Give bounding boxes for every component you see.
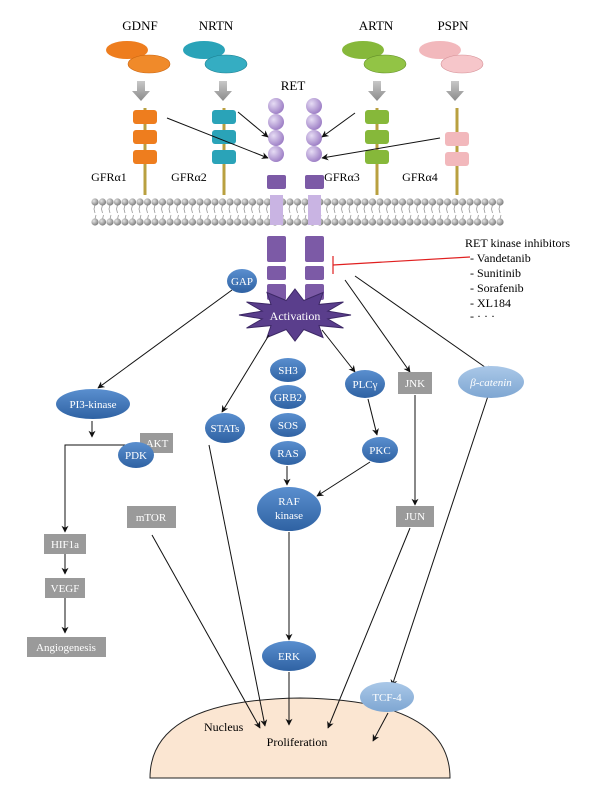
jun-label: JUN <box>405 511 425 523</box>
gfra3-receptor <box>365 108 389 195</box>
kinase-label: kinase <box>275 510 303 522</box>
ras-node: RAS <box>270 441 306 465</box>
gfra2-label: GFRα2 <box>171 170 207 184</box>
gdnf-label: GDNF <box>122 18 157 33</box>
gfra2-receptor <box>212 108 236 195</box>
gap-label: GAP <box>231 276 253 288</box>
complex-arrows <box>166 111 441 161</box>
artn-ligand <box>342 41 407 74</box>
activation-star: Activation <box>238 288 352 342</box>
sh3-label: SH3 <box>278 365 298 377</box>
vegf-node: VEGF <box>45 578 85 598</box>
inhibitor-item: - Sunitinib <box>470 266 521 280</box>
inhibitor-title: RET kinase inhibitors <box>465 236 570 250</box>
signal-arrows <box>61 275 493 742</box>
nrtn-ligand <box>183 41 248 74</box>
tcf4-node: TCF-4 <box>360 682 414 712</box>
tcf4-label: TCF-4 <box>372 692 402 704</box>
stats-node: STATs <box>205 413 245 443</box>
angiogenesis-label: Angiogenesis <box>36 642 96 654</box>
bcatenin-label: β-catenin <box>469 377 512 389</box>
stats-label: STATs <box>211 423 240 435</box>
jun-node: JUN <box>396 506 434 527</box>
hif1a-node: HIF1a <box>44 534 86 554</box>
ret-receptor <box>267 98 324 300</box>
pi3k-label: PI3-kinase <box>69 399 116 411</box>
grb2-label: GRB2 <box>274 392 302 404</box>
ret-label: RET <box>281 78 306 93</box>
gfra3-label: GFRα3 <box>324 170 360 184</box>
pdk-label: PDK <box>125 450 147 462</box>
pdk-node: PDK <box>118 442 154 468</box>
activation-label: Activation <box>270 309 321 323</box>
akt-label: AKT <box>146 438 169 450</box>
inhibitor-item: - Vandetanib <box>470 251 531 265</box>
mtor-label: mTOR <box>136 512 167 524</box>
gfra1-receptor <box>133 108 157 195</box>
inhibitor-item: - XL184 <box>470 296 511 310</box>
plcg-node: PLCγ <box>345 370 385 398</box>
gfra4-label: GFRα4 <box>402 170 438 184</box>
nucleus <box>149 697 451 779</box>
pspn-label: PSPN <box>437 18 469 33</box>
nrtn-label: NRTN <box>199 18 234 33</box>
sos-node: SOS <box>270 413 306 437</box>
binding-arrows <box>132 81 464 101</box>
artn-label: ARTN <box>359 18 394 33</box>
hif1a-label: HIF1a <box>51 539 79 551</box>
raf-label: RAF <box>278 496 299 508</box>
vegf-label: VEGF <box>51 583 80 595</box>
proliferation-label: Proliferation <box>267 735 328 749</box>
mtor-node: mTOR <box>127 506 176 528</box>
ras-label: RAS <box>277 448 298 460</box>
inhibitor-item: - · · · <box>470 309 495 323</box>
inhibitor-list: RET kinase inhibitors - Vandetanib - Sun… <box>465 236 570 323</box>
erk-label: ERK <box>278 651 300 663</box>
inhibitor-item: - Sorafenib <box>470 281 524 295</box>
nucleus-label: Nucleus <box>204 720 244 734</box>
cell-membrane <box>91 198 504 226</box>
jnk-node: JNK <box>398 372 432 394</box>
pkc-node: PKC <box>362 437 398 463</box>
jnk-label: JNK <box>405 378 425 390</box>
gdnf-ligand <box>106 41 171 74</box>
erk-node: ERK <box>262 641 316 671</box>
sos-label: SOS <box>278 420 298 432</box>
bcatenin-node: β-catenin <box>458 366 524 398</box>
pi3k-node: PI3-kinase <box>56 389 130 419</box>
angiogenesis-node: Angiogenesis <box>27 637 106 657</box>
plcg-label: PLCγ <box>352 379 377 391</box>
pkc-label: PKC <box>369 445 390 457</box>
gap-node: GAP <box>227 269 257 293</box>
grb2-node: GRB2 <box>270 385 306 409</box>
raf-kinase-node: RAF kinase <box>257 487 321 531</box>
gfra1-label: GFRα1 <box>91 170 127 184</box>
inhibitor-bar <box>332 256 471 274</box>
gfra4-receptor <box>445 108 469 195</box>
pspn-ligand <box>419 41 484 74</box>
sh3-node: SH3 <box>270 358 306 382</box>
